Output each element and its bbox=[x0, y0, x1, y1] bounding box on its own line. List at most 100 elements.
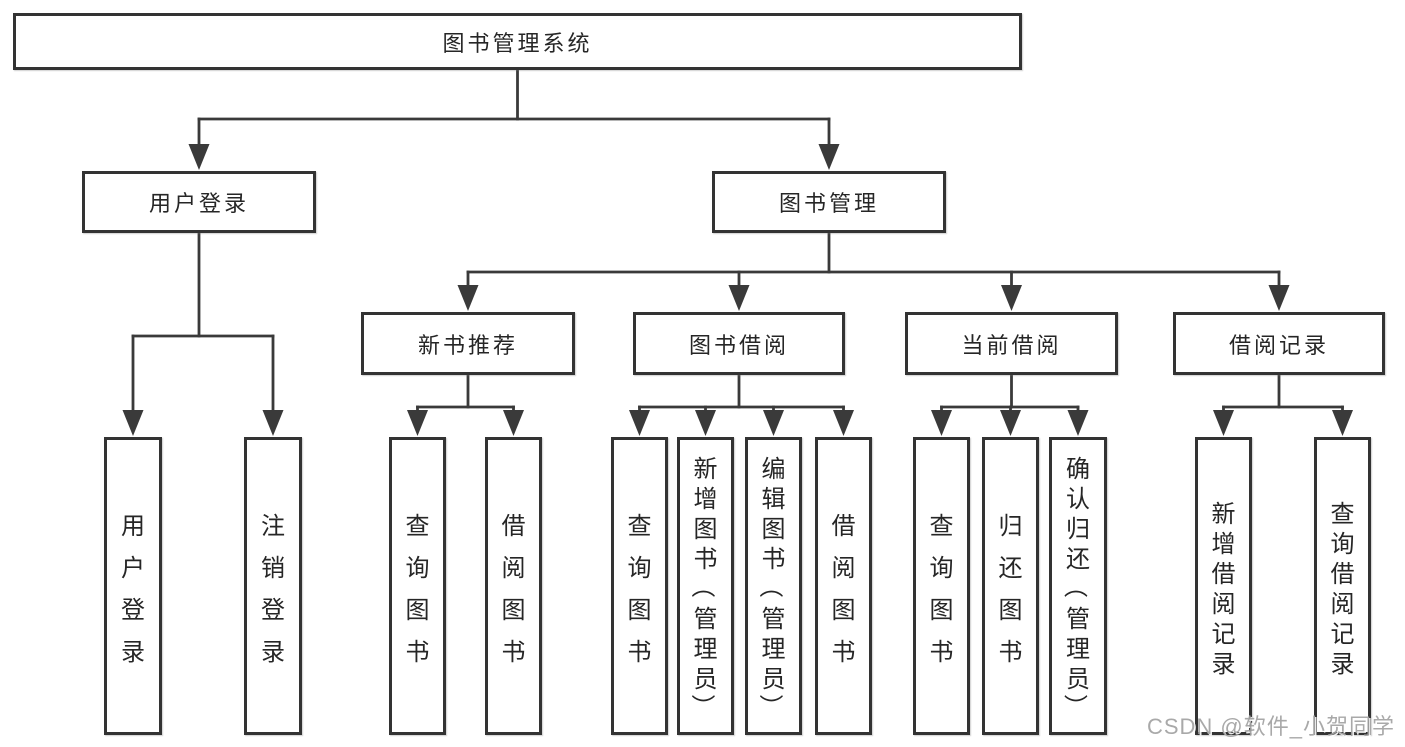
leaf-br-add-record-label: 新增借阅记录 bbox=[1198, 440, 1249, 732]
vertical-glyph: 户 bbox=[121, 554, 145, 582]
vertical-glyph: 归 bbox=[998, 512, 1023, 540]
vertical-glyph: 书 bbox=[405, 638, 430, 666]
vertical-glyph: 询 bbox=[929, 554, 954, 582]
vertical-glyph: 图 bbox=[998, 596, 1023, 624]
vertical-glyph: 理 bbox=[761, 635, 786, 663]
vertical-glyph: 记 bbox=[1211, 620, 1236, 648]
vertical-glyph: 借 bbox=[501, 512, 526, 540]
vertical-glyph: 图 bbox=[405, 596, 430, 624]
node-current-borrow-label: 当前借阅 bbox=[961, 332, 1062, 358]
leaf-nb-query-books: 查询图书 bbox=[389, 437, 446, 735]
vertical-glyph: 还 bbox=[998, 554, 1023, 582]
vertical-glyph: ） bbox=[1061, 694, 1089, 718]
leaf-logout-label: 注销登录 bbox=[247, 440, 299, 732]
leaf-br-query-record-label: 查询借阅记录 bbox=[1317, 440, 1368, 732]
leaf-cb-confirm-return-admin-label: 确认归还（管理员） bbox=[1052, 440, 1104, 732]
vertical-glyph: 查 bbox=[405, 512, 430, 540]
vertical-glyph: 查 bbox=[929, 512, 954, 540]
vertical-glyph: 用 bbox=[121, 512, 145, 540]
vertical-glyph: 编 bbox=[761, 455, 786, 483]
vertical-glyph: 认 bbox=[1066, 485, 1090, 513]
vertical-glyph: 管 bbox=[693, 605, 718, 633]
vertical-glyph: 书 bbox=[627, 638, 652, 666]
leaf-nb-query-books-label: 查询图书 bbox=[392, 440, 443, 732]
vertical-glyph: 借 bbox=[1211, 560, 1236, 588]
vertical-glyph: 员 bbox=[693, 665, 718, 693]
leaf-bb-edit-books-admin-label: 编辑图书（管理员） bbox=[748, 440, 799, 732]
node-borrow-records: 借阅记录 bbox=[1173, 312, 1385, 375]
leaf-logout: 注销登录 bbox=[244, 437, 302, 735]
vertical-glyph: 图 bbox=[501, 596, 526, 624]
vertical-glyph: 增 bbox=[1211, 530, 1236, 558]
leaf-bb-query-books-label: 查询图书 bbox=[614, 440, 665, 732]
leaf-bb-borrow-books: 借阅图书 bbox=[815, 437, 872, 735]
leaf-cb-query-books-label: 查询图书 bbox=[916, 440, 967, 732]
vertical-glyph: ） bbox=[757, 694, 784, 718]
vertical-glyph: 图 bbox=[693, 515, 718, 543]
vertical-glyph: 增 bbox=[693, 485, 718, 513]
node-book-borrow-label: 图书借阅 bbox=[688, 332, 789, 358]
vertical-glyph: 销 bbox=[261, 554, 285, 582]
vertical-glyph: 员 bbox=[761, 665, 786, 693]
leaf-user-login-label: 用户登录 bbox=[107, 440, 159, 732]
leaf-bb-edit-books-admin: 编辑图书（管理员） bbox=[745, 437, 802, 735]
node-book-mgmt: 图书管理 bbox=[712, 171, 946, 233]
vertical-glyph: ） bbox=[689, 694, 716, 718]
node-borrow-records-label: 借阅记录 bbox=[1228, 332, 1329, 358]
vertical-glyph: 还 bbox=[1066, 545, 1090, 573]
vertical-glyph: 新 bbox=[693, 455, 718, 483]
vertical-glyph: 记 bbox=[1330, 620, 1355, 648]
leaf-cb-confirm-return-admin: 确认归还（管理员） bbox=[1049, 437, 1107, 735]
vertical-glyph: （ bbox=[689, 574, 716, 598]
node-new-book-rec-label: 新书推荐 bbox=[417, 332, 518, 358]
vertical-glyph: 询 bbox=[1330, 530, 1355, 558]
vertical-glyph: 理 bbox=[1066, 635, 1090, 663]
node-root: 图书管理系统 bbox=[13, 13, 1022, 70]
leaf-cb-return-books-label: 归还图书 bbox=[985, 440, 1036, 732]
vertical-glyph: 阅 bbox=[1211, 590, 1236, 618]
node-user-login-label: 用户登录 bbox=[148, 191, 249, 216]
vertical-glyph: 图 bbox=[627, 596, 652, 624]
vertical-glyph: 书 bbox=[693, 545, 718, 573]
vertical-glyph: 阅 bbox=[1330, 590, 1355, 618]
vertical-glyph: 管 bbox=[1066, 605, 1090, 633]
vertical-glyph: 阅 bbox=[831, 554, 856, 582]
vertical-glyph: 询 bbox=[627, 554, 652, 582]
vertical-glyph: 阅 bbox=[501, 554, 526, 582]
leaf-bb-add-books-admin: 新增图书（管理员） bbox=[677, 437, 734, 735]
node-book-borrow: 图书借阅 bbox=[633, 312, 845, 375]
vertical-glyph: 查 bbox=[1330, 500, 1355, 528]
vertical-glyph: 登 bbox=[261, 596, 285, 624]
vertical-glyph: 查 bbox=[627, 512, 652, 540]
vertical-glyph: 录 bbox=[1211, 650, 1236, 678]
vertical-glyph: 管 bbox=[761, 605, 786, 633]
node-current-borrow: 当前借阅 bbox=[905, 312, 1118, 375]
leaf-bb-query-books: 查询图书 bbox=[611, 437, 668, 735]
leaf-br-add-record: 新增借阅记录 bbox=[1195, 437, 1252, 735]
vertical-glyph: 书 bbox=[998, 638, 1023, 666]
vertical-glyph: 员 bbox=[1066, 665, 1090, 693]
vertical-glyph: 询 bbox=[405, 554, 430, 582]
vertical-glyph: 图 bbox=[831, 596, 856, 624]
vertical-glyph: 注 bbox=[261, 512, 285, 540]
vertical-glyph: 书 bbox=[501, 638, 526, 666]
vertical-glyph: 录 bbox=[1330, 650, 1355, 678]
vertical-glyph: 确 bbox=[1066, 455, 1090, 483]
vertical-glyph: 书 bbox=[929, 638, 954, 666]
node-new-book-rec: 新书推荐 bbox=[361, 312, 575, 375]
leaf-cb-query-books: 查询图书 bbox=[913, 437, 970, 735]
leaf-bb-add-books-admin-label: 新增图书（管理员） bbox=[680, 440, 731, 732]
vertical-glyph: 录 bbox=[261, 638, 285, 666]
node-user-login: 用户登录 bbox=[82, 171, 316, 233]
node-book-mgmt-label: 图书管理 bbox=[778, 191, 879, 216]
vertical-glyph: 图 bbox=[761, 515, 786, 543]
leaf-nb-borrow-books: 借阅图书 bbox=[485, 437, 542, 735]
vertical-glyph: 书 bbox=[761, 545, 786, 573]
vertical-glyph: 借 bbox=[1330, 560, 1355, 588]
vertical-glyph: 录 bbox=[121, 638, 145, 666]
vertical-glyph: 书 bbox=[831, 638, 856, 666]
vertical-glyph: 辑 bbox=[761, 485, 786, 513]
leaf-user-login: 用户登录 bbox=[104, 437, 162, 735]
